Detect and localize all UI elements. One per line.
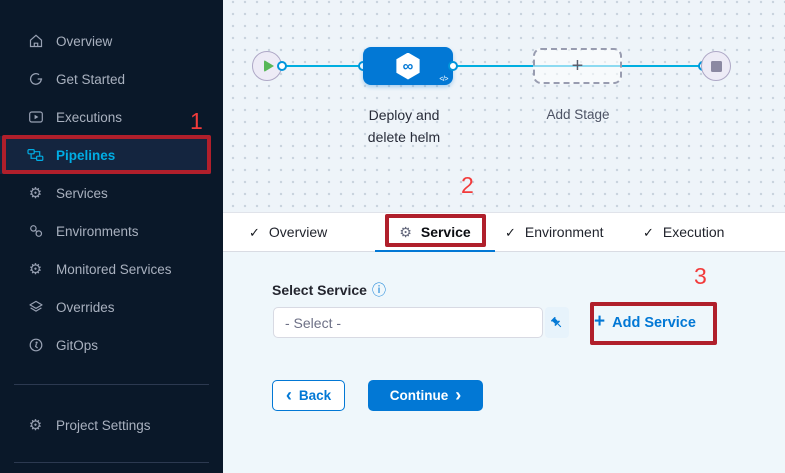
sidebar-item-overview[interactable]: Overview <box>0 22 223 60</box>
sidebar-item-monitored-services[interactable]: ⚙ Monitored Services <box>0 250 223 288</box>
gitops-icon <box>27 337 44 353</box>
sidebar-item-pipelines[interactable]: Pipelines <box>0 136 211 174</box>
sidebar-item-label: Monitored Services <box>56 261 172 277</box>
tab-service[interactable]: ⚙ Service <box>375 213 495 251</box>
active-tab-underline <box>375 249 495 252</box>
tab-label: Overview <box>268 224 328 240</box>
add-stage-label: Add Stage <box>546 107 610 122</box>
pin-icon <box>550 316 564 330</box>
sidebar-item-label: Environments <box>56 223 139 239</box>
tab-overview[interactable]: ✓ Overview <box>249 213 327 251</box>
chevron-right-icon: › <box>455 384 462 405</box>
sidebar-item-label: Pipelines <box>56 147 116 163</box>
select-service-label-row: Select Service ⓘ <box>272 282 386 298</box>
back-button-label: Back <box>298 388 332 403</box>
service-select-input[interactable] <box>273 307 543 338</box>
sidebar-item-label: Overrides <box>56 299 115 315</box>
sidebar-divider <box>14 384 209 385</box>
sidebar: Overview Get Started Executions <box>0 0 223 473</box>
gear-icon: ⚙ <box>28 184 43 202</box>
gear-icon: ⚙ <box>28 416 43 434</box>
sidebar-item-services[interactable]: ⚙ Services <box>0 174 223 212</box>
add-service-button[interactable]: + Add Service <box>594 307 696 338</box>
check-icon: ✓ <box>643 224 654 240</box>
sidebar-item-project-settings[interactable]: ⚙ Project Settings <box>0 406 223 444</box>
restart-icon <box>27 71 44 87</box>
pipelines-icon <box>27 147 44 163</box>
service-tab-panel: Select Service ⓘ + Add Service <box>223 252 785 473</box>
tab-label: Environment <box>524 224 604 240</box>
sidebar-item-label: Services <box>56 185 108 201</box>
tab-execution[interactable]: ✓ Execution <box>643 213 724 251</box>
check-icon: ✓ <box>505 224 516 240</box>
sidebar-item-label: GitOps <box>56 337 99 353</box>
plus-icon: + <box>594 311 606 332</box>
tab-label: Service <box>420 224 471 240</box>
pipeline-canvas: ∞ </> Deploy and delete helm + Add Stage <box>223 0 785 213</box>
connector-port[interactable] <box>448 61 458 71</box>
continue-button[interactable]: Continue › <box>368 380 483 411</box>
sidebar-item-label: Overview <box>56 33 113 49</box>
sidebar-item-environments[interactable]: Environments <box>0 212 223 250</box>
gear-icon: ⚙ <box>399 224 412 240</box>
continue-button-label: Continue <box>389 388 449 403</box>
tab-environment[interactable]: ✓ Environment <box>505 213 604 251</box>
stage-name-label: Deploy and delete helm <box>367 107 441 145</box>
sidebar-item-get-started[interactable]: Get Started <box>0 60 223 98</box>
stop-icon <box>710 60 722 72</box>
infinity-icon: ∞ <box>402 57 414 75</box>
sidebar-divider <box>14 462 209 463</box>
layers-icon <box>27 299 44 315</box>
add-service-label: Add Service <box>612 314 696 331</box>
connector-port[interactable] <box>277 61 287 71</box>
executions-icon <box>27 109 44 125</box>
stage-config-tabbar: ✓ Overview ⚙ Service ✓ Environment ✓ Exe… <box>223 213 785 252</box>
check-icon: ✓ <box>249 224 260 240</box>
pipeline-end-node[interactable] <box>701 51 731 81</box>
select-service-label: Select Service <box>272 282 367 298</box>
sidebar-item-label: Project Settings <box>56 417 151 433</box>
back-button[interactable]: ‹ Back <box>272 380 345 411</box>
pin-toggle-button[interactable] <box>545 307 569 338</box>
pipeline-connector-line <box>267 65 703 67</box>
code-icon: </> <box>439 76 448 83</box>
play-icon <box>263 60 274 72</box>
stage-node-deploy[interactable]: ∞ </> <box>363 47 453 85</box>
monitored-services-icon: ⚙ <box>28 260 43 278</box>
sidebar-item-executions[interactable]: Executions <box>0 98 223 136</box>
tab-label: Execution <box>662 224 725 240</box>
add-stage-button[interactable]: + <box>533 48 622 84</box>
environments-icon <box>27 223 44 239</box>
sidebar-item-label: Get Started <box>56 71 126 87</box>
home-icon <box>27 33 44 49</box>
chevron-left-icon: ‹ <box>285 384 292 405</box>
plus-icon: + <box>571 54 584 77</box>
info-icon[interactable]: ⓘ <box>371 282 386 298</box>
sidebar-item-label: Executions <box>56 109 123 125</box>
sidebar-item-overrides[interactable]: Overrides <box>0 288 223 326</box>
sidebar-item-gitops[interactable]: GitOps <box>0 326 223 364</box>
cd-hexagon-icon: ∞ <box>396 52 420 80</box>
